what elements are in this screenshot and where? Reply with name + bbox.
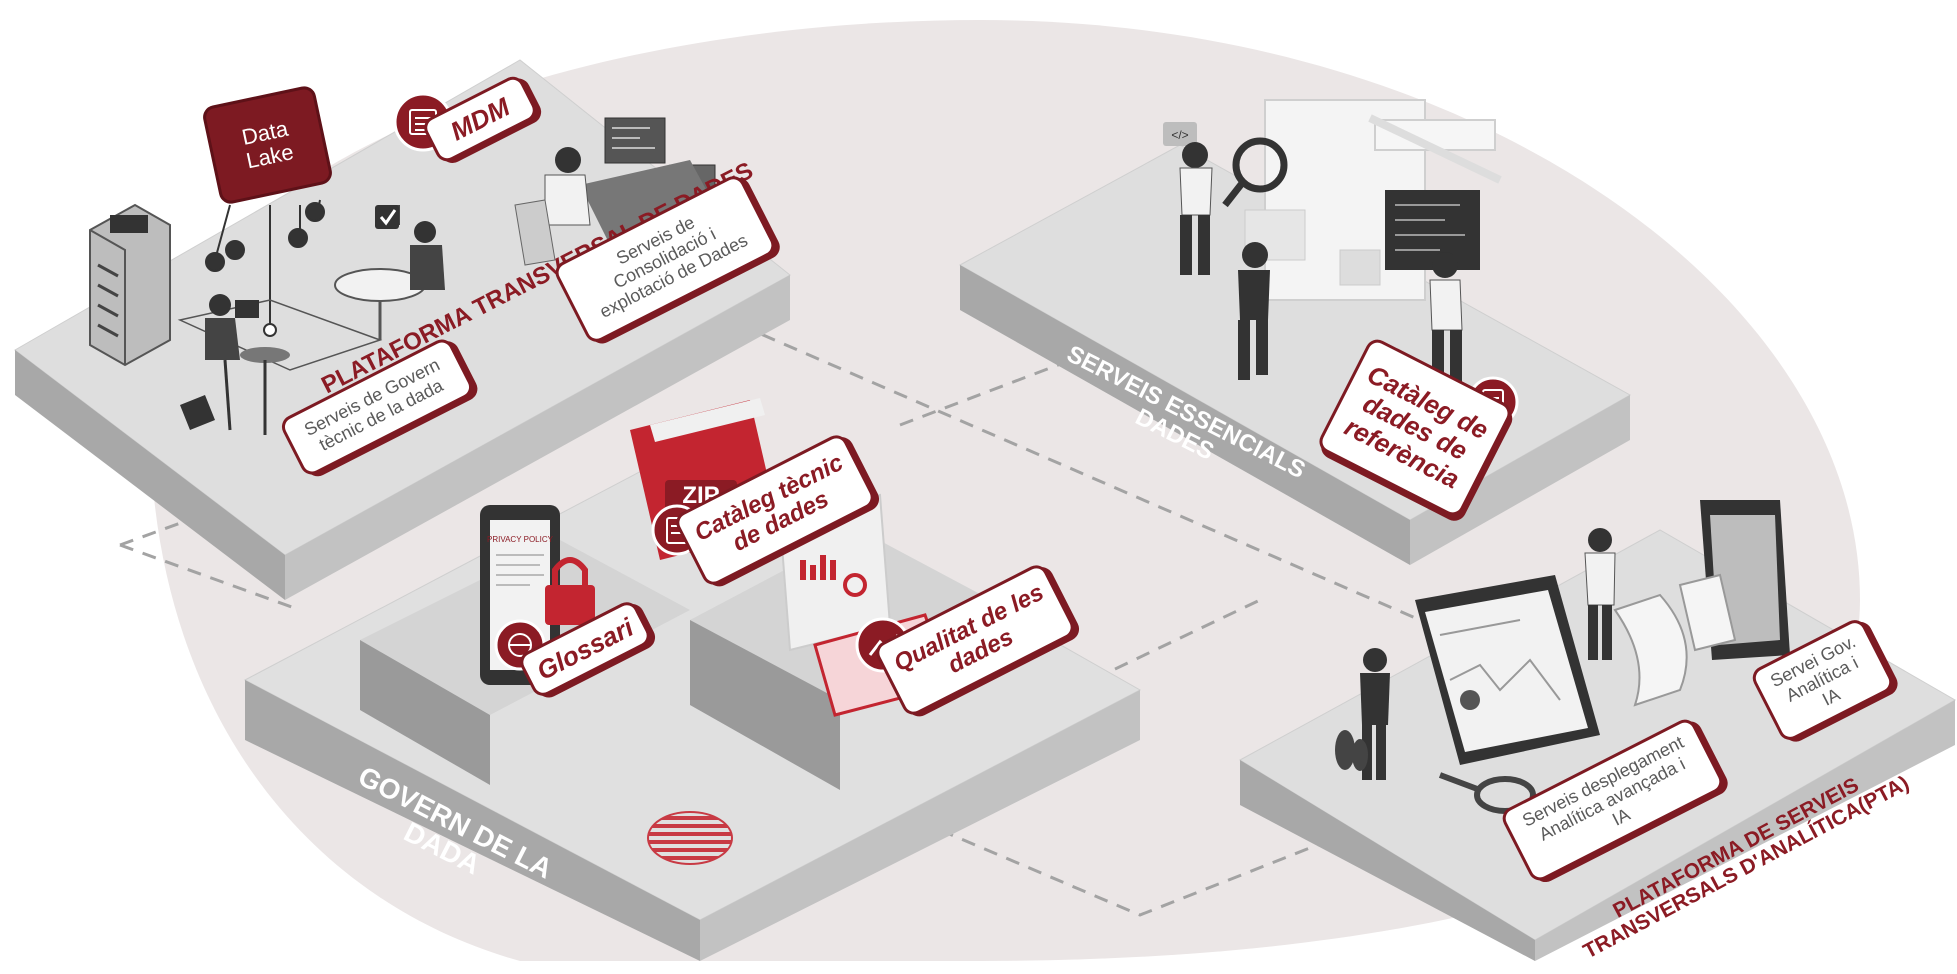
catalog-screens-icon [1244,99,1502,301]
server-rack-icon [89,203,171,367]
person-lake-icon [205,294,290,435]
magnifier-icon [1222,137,1288,208]
people-analitica-icon [1360,528,1616,780]
laptop-icon [180,395,215,430]
plant-icon [1335,730,1368,771]
emblem-icon [647,811,733,865]
printout-icon [1613,573,1737,707]
checkmark-icon [375,205,399,229]
lock-icon [545,557,595,625]
people-catalog-icon [1179,142,1463,385]
code-tag-icon: </> [1163,122,1197,146]
platform-govern [243,439,1142,961]
privacy-policy-text: PRIVACY POLICY [487,535,554,544]
monitor-icon [1415,575,1600,765]
code-tag-text: </> [1171,128,1188,142]
